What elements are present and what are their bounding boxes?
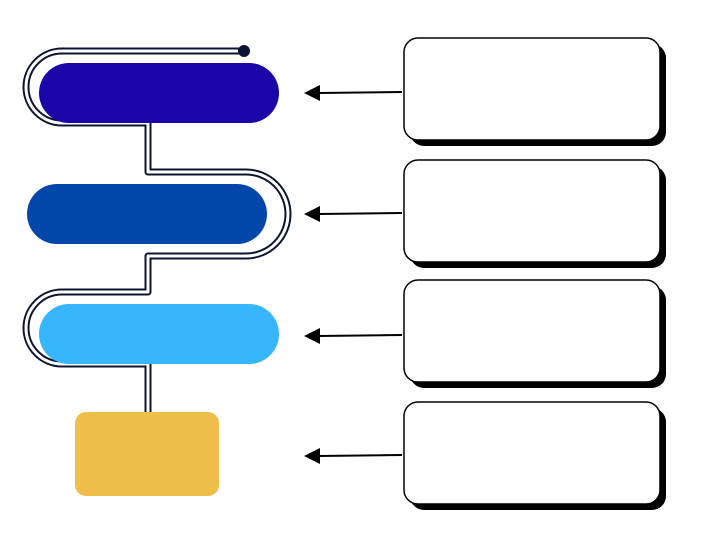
arrow-2	[304, 206, 403, 222]
connector-start-dot	[238, 45, 250, 57]
step-2-pill	[27, 184, 267, 244]
arrow-3	[304, 328, 403, 344]
callout-box-2	[403, 159, 666, 268]
step-3-pill	[39, 304, 279, 364]
callout-box-3	[403, 279, 666, 388]
connector-path	[22, 45, 292, 414]
arrow-1	[304, 85, 403, 101]
step-1-pill	[39, 63, 279, 123]
callout-box-4	[403, 401, 666, 510]
step-4-box	[75, 412, 219, 496]
arrow-4	[304, 448, 403, 464]
callout-box-1	[403, 37, 666, 146]
